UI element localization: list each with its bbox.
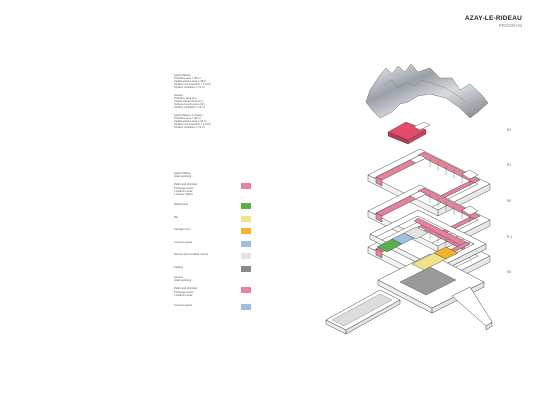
level-label: R1 [507, 163, 512, 167]
legend-item-label: Shared pool [174, 203, 188, 206]
note-line: Surface ventilation = 12 m² [174, 86, 205, 90]
title-block: AZAY-LE-RIDEAU PROGRAM [465, 15, 522, 28]
legend-label-line: Public and dormitory [174, 183, 198, 187]
note-line: Usable surface area (m²) [174, 100, 203, 104]
legend-item: Common space [174, 240, 254, 254]
legend-swatch [241, 253, 251, 259]
legend-label-line: 1 Library (office) [174, 193, 193, 197]
note-line: Apartir Maison 2 niveaux [174, 113, 203, 117]
legend-heading-line: Apartir Maison [174, 172, 191, 175]
note-line: Apartir Maison [174, 74, 191, 77]
note-line: Surface covering area (m²) [174, 103, 205, 107]
note-line: Total floor area = 48 m² [174, 117, 201, 121]
legend-swatch [241, 265, 251, 272]
legend-heading-line: Hotel (existing) [174, 175, 192, 179]
legend-item: Bar [174, 215, 254, 229]
note-line: Total floor area (m²) [174, 97, 197, 101]
note-line: Usable surface area = 43m² [174, 80, 207, 84]
legend-swatch [241, 287, 251, 294]
project-subtitle: PROGRAM [498, 23, 522, 28]
note-line: Total floor area = 48 m² [174, 77, 201, 81]
note-line: Surface roof extension = 17.5m² [174, 83, 211, 87]
legend-swatch [241, 203, 251, 209]
stair-core [461, 205, 479, 216]
stair-core [409, 154, 427, 164]
level-label: R2 [507, 128, 512, 132]
floor-plate [367, 148, 491, 217]
roof-volume [365, 63, 489, 119]
legend-label-line: 8 hostage rooms [174, 290, 194, 294]
legend-swatch [241, 215, 251, 222]
rooms-wing-left-side [375, 248, 383, 259]
legend-item-label: Service area (residual rooms) [174, 253, 208, 256]
legend-swatch [241, 303, 251, 310]
level-label: R0 [507, 199, 512, 203]
note-line: Annexe [174, 93, 183, 97]
legend-heading-line: Annexe [174, 276, 183, 279]
stair-core [461, 169, 479, 180]
legend-item: Service area (residual rooms) [174, 253, 254, 266]
project-title: AZAY-LE-RIDEAU [464, 15, 522, 22]
legend-label-line: Public and dormitory [174, 287, 198, 291]
legend-swatch [241, 183, 251, 190]
legend-item: Shared pool [174, 203, 254, 216]
note-line: Surface roof extension = 17.5m² [174, 123, 211, 127]
legend-label-line: Heritage room [174, 228, 191, 231]
legend-label-line: Bar [174, 215, 179, 219]
legend-label-line: Service area (residual rooms) [174, 253, 209, 256]
legend-label-line: Common space [174, 240, 193, 244]
legend-label-line: 1 bedroom suite [174, 293, 193, 297]
legend-label-line: Shared pool [174, 203, 188, 206]
legend-item-label: Common space [174, 304, 192, 307]
rooms-wing-left-side [375, 212, 383, 223]
level-label: SS [507, 270, 512, 274]
legend-heading-line: Hotel (existing) [174, 279, 192, 283]
note-line: Surface ventilation = 12 m² [174, 126, 205, 130]
legend-label-line: 8 hostage rooms [174, 186, 194, 190]
legend-swatch [241, 240, 251, 247]
legend-item-label: Bar [174, 216, 178, 219]
attic-fragment [387, 121, 431, 145]
legend-item: Common space [174, 303, 254, 317]
level-label: R-1 [507, 235, 513, 239]
legend-label-line: 1 bedroom suite [174, 189, 193, 193]
legend-item-label: Common space [174, 241, 192, 244]
legend-item: Heritage room [174, 228, 254, 241]
note-line: Usable surface area = 43 m² [174, 120, 207, 124]
legend-item-label: Parking [174, 266, 183, 269]
rooms-wing-left-side [375, 176, 383, 187]
floor-edge [437, 183, 491, 217]
note-line: Surface ventilation = 12 m² [174, 106, 205, 110]
legend-label-line: Parking [174, 265, 183, 269]
basement [325, 246, 493, 335]
legend-item-label: Heritage room [174, 228, 190, 231]
legend-item: Parking [174, 265, 254, 279]
stair-core [409, 190, 427, 200]
legend-label-line: Common space [174, 303, 193, 307]
legend-swatch [241, 228, 251, 234]
